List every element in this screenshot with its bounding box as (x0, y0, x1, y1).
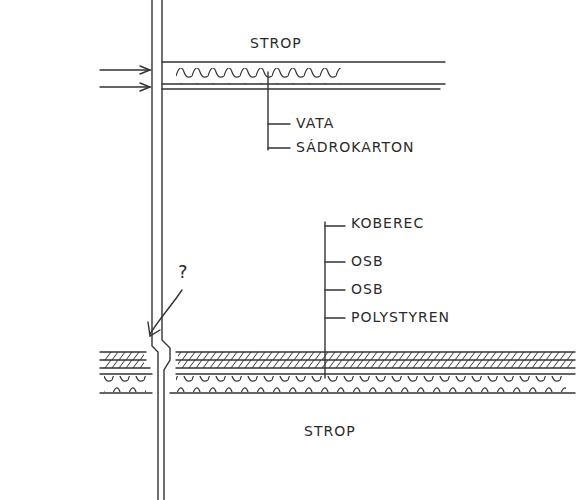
pointer-arrow (150, 290, 182, 334)
part-label: OSB (349, 254, 386, 269)
part-label: STROP (248, 36, 304, 51)
arrow-mark (140, 66, 150, 74)
part-label: VATA (294, 116, 336, 131)
ceiling-line (162, 88, 440, 89)
ceiling-line (100, 69, 150, 70)
part-label: OSB (349, 282, 386, 297)
part-label: POLYSTYREN (349, 310, 452, 325)
osb-hatching (178, 352, 574, 368)
ceiling-line (100, 86, 150, 87)
floor-line (176, 373, 575, 374)
leader-line (268, 123, 290, 124)
leader-line (325, 261, 345, 262)
floor-line (170, 392, 575, 393)
arrow-mark (140, 83, 150, 91)
part-label: STROP (302, 424, 358, 439)
leader-line (325, 225, 345, 226)
osb-hatching (104, 352, 144, 368)
ceiling-line (162, 61, 445, 62)
callout-mark: ? (176, 262, 191, 282)
pointer-arrow (148, 322, 160, 336)
insulation-wool (176, 68, 341, 84)
floor-line (100, 392, 152, 393)
leader-line (325, 317, 345, 318)
polystyrene-layer (176, 376, 566, 392)
floor-line (100, 373, 152, 374)
part-label: SÁDROKARTON (294, 140, 417, 155)
leader-line (325, 289, 345, 290)
wall-line (152, 0, 158, 500)
part-label: KOBEREC (349, 216, 426, 231)
wall-line (162, 0, 170, 500)
polystyrene-layer (104, 376, 146, 392)
leader-line (268, 147, 290, 148)
